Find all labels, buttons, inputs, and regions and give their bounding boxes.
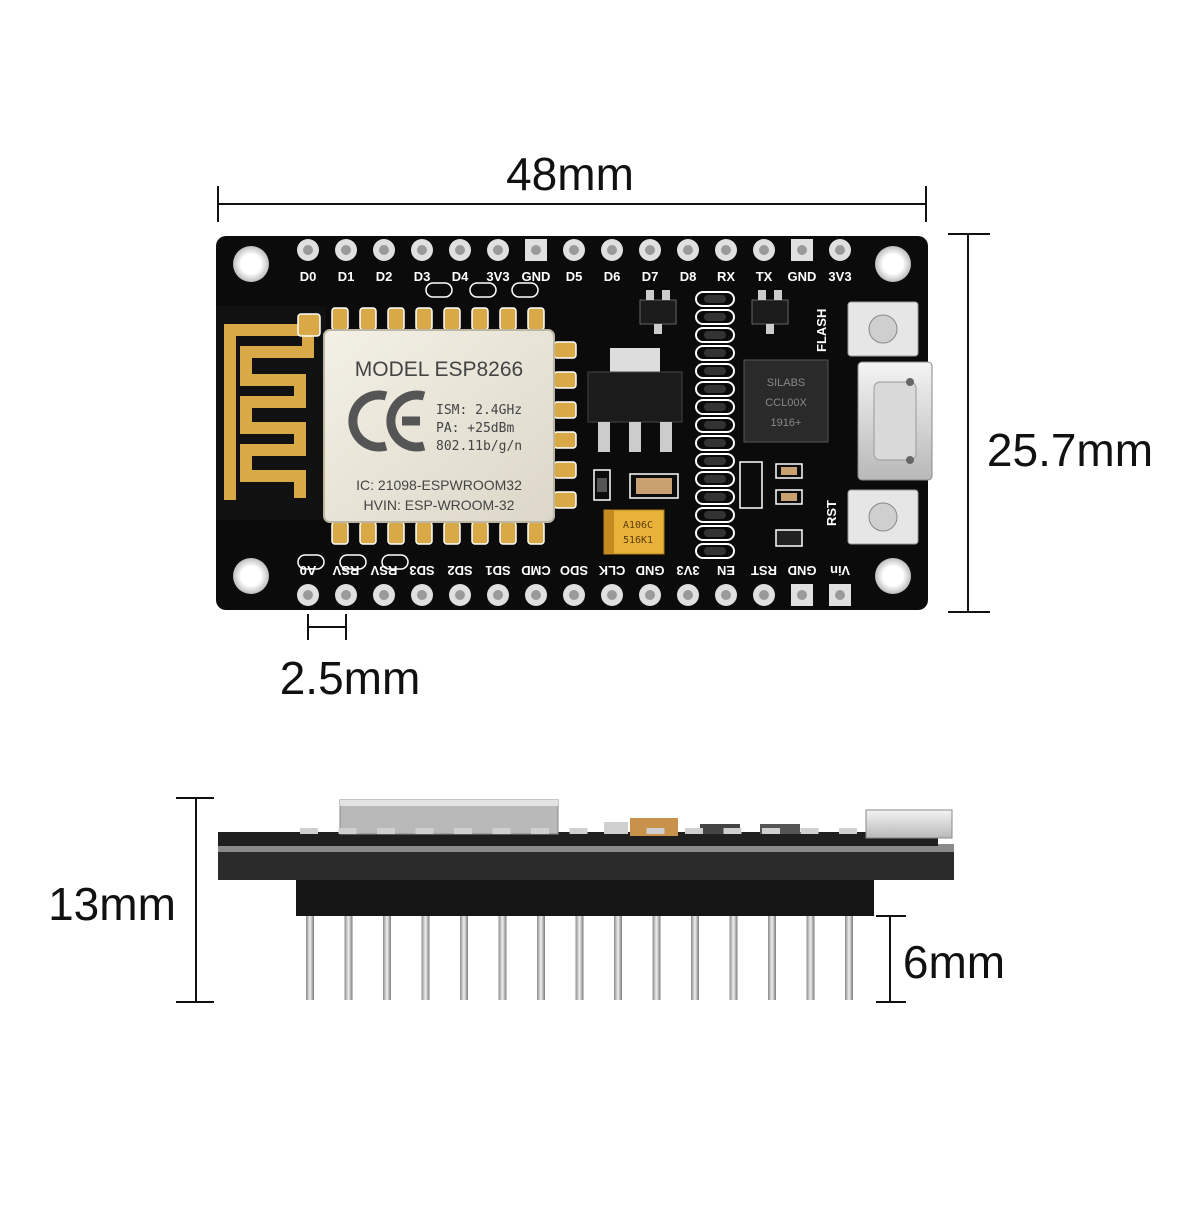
pad-column (695, 291, 735, 559)
pin-label: D5 (566, 269, 583, 284)
tantalum-capacitor: A106C 516K1 (603, 509, 665, 555)
pin-label: D4 (452, 269, 469, 284)
pin-label: D1 (338, 269, 355, 284)
total-height-dimension: 13mm (48, 797, 214, 1003)
bottom-header-pins: A0 RSV RSV SD3 SD2 SD1 CMD SDO CLK GND 3V3 EN RST GND… (297, 563, 851, 606)
side-pin (614, 900, 622, 1000)
module-ism: ISM: 2.4GHz (436, 403, 522, 418)
pin-label: 3V3 (676, 563, 699, 578)
module-hvin: HVIN: ESP-WROOM-32 (364, 497, 515, 513)
side-pin (498, 900, 507, 1000)
pin-label: SDO (560, 563, 588, 578)
side-pin (537, 900, 545, 1000)
pin-label: D2 (376, 269, 393, 284)
pin-length-dimension: 6mm (876, 915, 1005, 1003)
side-pin (652, 900, 661, 1000)
pin-label: SD2 (447, 563, 472, 578)
mounting-hole (233, 558, 269, 594)
side-pin (421, 900, 430, 1000)
width-dimension: 48mm (217, 148, 927, 222)
svg-text:CCL00X: CCL00X (765, 397, 807, 409)
top-header-pins: D0 D1 D2 D3 D4 3V3 GND D5 D6 D7 D8 RX TX GND 3V3 (297, 239, 852, 284)
pin-label: D7 (642, 269, 659, 284)
pin-label: SD3 (409, 563, 434, 578)
usb-uart-chip: SILABS CCL00X 1916+ (743, 359, 829, 443)
side-pin (845, 900, 853, 1000)
ce-mark: CE (0, 0, 426, 452)
pitch-label: 2.5mm (280, 652, 421, 704)
transistor (751, 290, 789, 334)
pin-label: SD1 (485, 563, 510, 578)
solder-jumpers (297, 282, 539, 570)
mounting-hole (875, 558, 911, 594)
pitch-dimension: 2.5mm (280, 614, 421, 704)
side-view-pins (306, 900, 853, 1000)
pin-label: D0 (300, 269, 317, 284)
pin-label: 3V3 (828, 269, 851, 284)
pin-label: Vin (830, 563, 850, 578)
pcb-antenna (216, 306, 326, 520)
pin-label: EN (717, 563, 735, 578)
flash-button[interactable] (847, 301, 919, 357)
side-pin (691, 900, 699, 1000)
pcb-top-view: MODEL ESP8266 CE ISM: 2.4GHz PA: +25dBm … (0, 0, 933, 610)
module-ic: IC: 21098-ESPWROOM32 (356, 477, 522, 493)
module-pa: PA: +25dBm (436, 421, 514, 436)
module-pads (297, 307, 577, 545)
side-pin (383, 900, 391, 1000)
pin-label: RSV (370, 563, 397, 578)
pin-label: CMD (521, 563, 551, 578)
pin-label: GND (788, 269, 817, 284)
pin-label: GND (788, 563, 817, 578)
smd-components (593, 461, 803, 547)
side-pin (729, 900, 738, 1000)
reset-button[interactable] (847, 489, 919, 545)
pin-label: GND (522, 269, 551, 284)
mounting-hole (233, 246, 269, 282)
svg-text:1916+: 1916+ (771, 417, 802, 429)
width-label: 48mm (506, 148, 634, 200)
pin-label: RSV (332, 563, 359, 578)
pin-label: RX (717, 269, 735, 284)
voltage-regulator (587, 348, 683, 452)
module-standard: 802.11b/g/n (436, 439, 522, 454)
height-dimension: 25.7mm (948, 233, 1153, 613)
pin-label: D3 (414, 269, 431, 284)
pin-label: 3V3 (486, 269, 509, 284)
flash-label: FLASH (814, 309, 829, 352)
svg-text:SILABS: SILABS (767, 377, 806, 389)
pin-length-label: 6mm (903, 936, 1005, 988)
pin-label: TX (756, 269, 773, 284)
esp-module: MODEL ESP8266 CE ISM: 2.4GHz PA: +25dBm … (0, 0, 555, 523)
pin-label: D6 (604, 269, 621, 284)
svg-text:CE: CE (0, 0, 2, 1)
side-pin (306, 900, 314, 1000)
side-view (218, 799, 954, 1000)
svg-text:A106C: A106C (623, 520, 653, 531)
pin-label: GND (636, 563, 665, 578)
side-pin (344, 900, 353, 1000)
pin-label: CLK (598, 563, 625, 578)
transistor (639, 290, 677, 334)
side-pin (460, 900, 468, 1000)
rst-label: RST (824, 500, 839, 526)
pin-label: D8 (680, 269, 697, 284)
total-height-label: 13mm (48, 878, 176, 930)
pin-label: RST (751, 563, 777, 578)
side-pin (575, 900, 584, 1000)
side-pin (806, 900, 815, 1000)
module-model: MODEL ESP8266 (355, 358, 523, 381)
side-pin (768, 900, 776, 1000)
mounting-hole (875, 246, 911, 282)
pin-label: A0 (300, 563, 317, 578)
micro-usb-port (857, 361, 933, 481)
height-label: 25.7mm (987, 424, 1153, 476)
svg-text:516K1: 516K1 (623, 535, 653, 546)
